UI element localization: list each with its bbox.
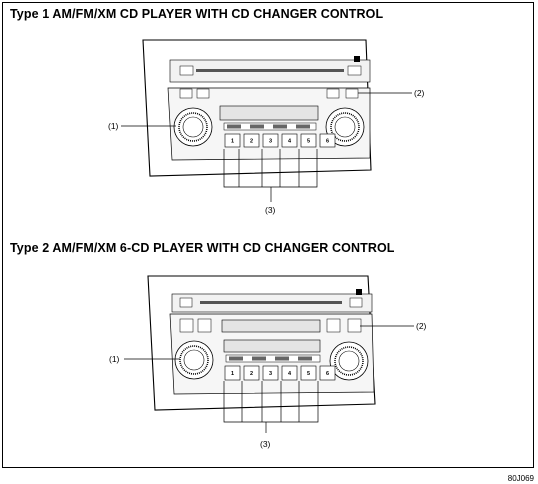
type2-indicator [356, 289, 362, 295]
type2-radio-unit: 1 2 3 4 5 6 [124, 275, 414, 433]
type2-title: Type 2 AM/FM/XM 6-CD PLAYER WITH CD CHAN… [10, 241, 395, 255]
type2-preset-button-5 [300, 365, 317, 381]
type1-up-button [345, 88, 359, 99]
type1-left-knob [173, 107, 213, 147]
type2-callout-2: (2) [416, 321, 427, 331]
figure-code: 80J069 [507, 474, 534, 483]
type2-preset-button-6 [319, 365, 336, 381]
type1-preset-button-1 [224, 133, 241, 148]
type2-callout-3: (3) [260, 439, 271, 449]
type1-preset-label-2: 2 [250, 139, 253, 145]
type2-preset-label-1: 1 [231, 371, 234, 377]
type2-preset-label-6: 6 [326, 371, 329, 377]
type1-callout-2: (2) [414, 88, 425, 98]
type2-right-knob [329, 341, 369, 381]
type1-preset-button-6 [319, 133, 336, 148]
type1-preset-label-5: 5 [307, 139, 310, 145]
type1-cd-slot [196, 69, 344, 72]
type2-down-button [326, 318, 341, 333]
type1-callout-1: (1) [108, 121, 119, 131]
type1-preset-label-3: 3 [269, 139, 272, 145]
type1-load-button [179, 88, 193, 99]
type1-right-knob [325, 107, 365, 147]
type1-eject-button [179, 65, 194, 76]
type2-preset-label-3: 3 [269, 371, 272, 377]
type2-left-knob [174, 340, 214, 380]
type1-preset-button-5 [300, 133, 317, 148]
type2-up-button [347, 318, 362, 333]
type2-load-button [179, 318, 194, 333]
type2-callout-1: (1) [109, 354, 120, 364]
type1-preset-button-2 [243, 133, 260, 148]
type1-preset-button-3 [262, 133, 279, 148]
type1-preset-buttons: 1 2 3 4 5 6 [224, 133, 336, 148]
type1-preset-label-6: 6 [326, 139, 329, 145]
type2-preset-button-1 [224, 365, 241, 381]
type2-preset-button-3 [262, 365, 279, 381]
type2-display-bottom [223, 339, 321, 353]
type1-preset-label-1: 1 [231, 139, 234, 145]
type2-disp-button [197, 318, 212, 333]
type2-preset-buttons: 1 2 3 4 5 6 [224, 365, 336, 381]
type2-preset-label-4: 4 [288, 371, 292, 377]
type1-indicator [354, 56, 360, 62]
type2-preset-label-2: 2 [250, 371, 253, 377]
type1-disc-eject-button [347, 65, 362, 76]
type2-preset-button-4 [281, 365, 298, 381]
type2-eject-button [349, 297, 363, 308]
type2-back-button [179, 297, 193, 308]
type1-title: Type 1 AM/FM/XM CD PLAYER WITH CD CHANGE… [10, 7, 384, 21]
type2-cd-slot [200, 301, 342, 304]
type1-callout-3: (3) [265, 205, 276, 215]
type1-radio-unit: 1 2 3 4 5 6 [121, 39, 412, 202]
type2-preset-button-2 [243, 365, 260, 381]
type2-display-top [221, 319, 321, 333]
type1-preset-button-4 [281, 133, 298, 148]
type1-preset-label-4: 4 [288, 139, 292, 145]
type1-down-button [326, 88, 340, 99]
diagram-frame [2, 2, 534, 468]
type1-display [219, 105, 319, 121]
type1-disp-button [196, 88, 210, 99]
type2-preset-label-5: 5 [307, 371, 310, 377]
